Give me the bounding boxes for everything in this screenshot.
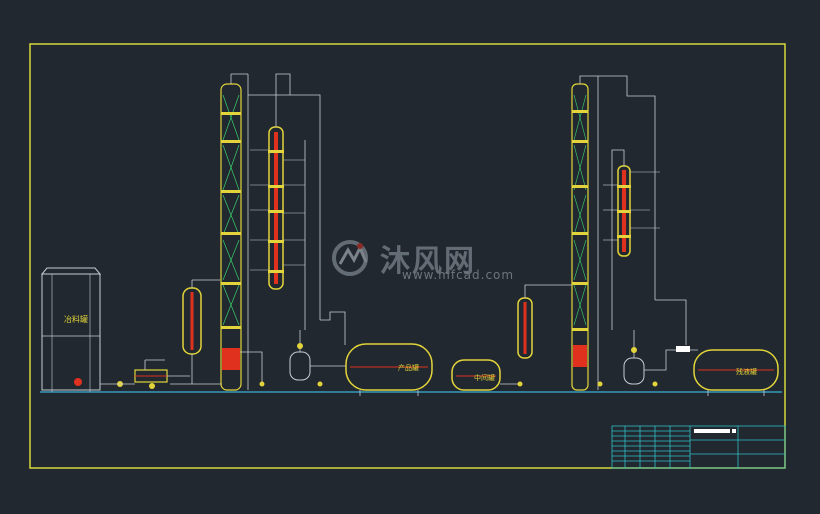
watermark: 沐风网 www.mfcad.com	[330, 236, 513, 282]
middle-tank: 中间罐	[451, 359, 520, 391]
rectifying-column-1	[247, 73, 321, 390]
residue-tank: 残液罐	[693, 349, 779, 396]
watermark-brand: 沐风网	[380, 244, 476, 279]
preheater-1	[170, 279, 222, 385]
product-tank: 产品罐	[345, 343, 433, 396]
storage-tank-label: 冶料罐	[64, 314, 88, 324]
receiver-1	[289, 330, 346, 381]
distillation-column-1	[220, 73, 248, 391]
rectifying-column-2	[603, 149, 660, 330]
distillation-column-2	[571, 75, 656, 391]
watermark-url: www.mfcad.com	[402, 268, 515, 282]
residue-tank-label: 残液罐	[736, 367, 757, 376]
feed-pump-group	[100, 359, 190, 389]
middle-tank-label: 中间罐	[474, 373, 495, 382]
storage-tank: 冶料罐	[40, 267, 102, 392]
preheater-2	[517, 284, 572, 359]
receiver-2	[623, 299, 698, 385]
drawing-frame	[29, 43, 786, 469]
title-block	[611, 425, 786, 469]
valves	[259, 381, 658, 387]
product-tank-label: 产品罐	[398, 363, 419, 372]
mf-logo-icon	[332, 240, 368, 276]
